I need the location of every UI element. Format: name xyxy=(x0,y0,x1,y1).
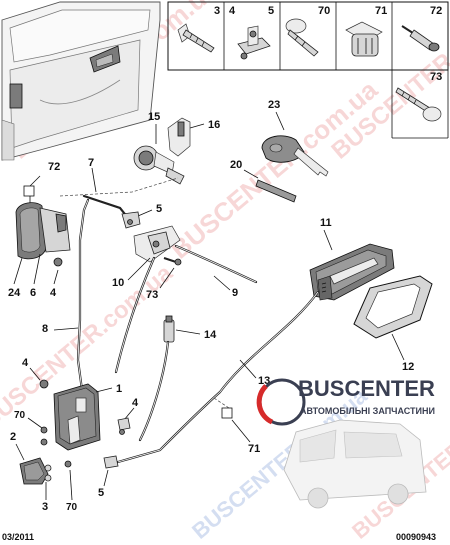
callout-6: 6 xyxy=(30,287,36,299)
clip-part-4-right: 4 xyxy=(117,397,139,435)
screw-part-73: 73 xyxy=(395,71,442,122)
inner-handle-part-11: 11 xyxy=(309,217,395,301)
linkage-part-10: 10 73 xyxy=(112,225,182,301)
screw-part-70: 70 xyxy=(285,5,330,57)
callout-16: 16 xyxy=(208,119,220,131)
cable-part-9: 9 xyxy=(174,244,258,299)
bracket-part-5: 5 xyxy=(121,203,162,229)
callout-72-left: 72 xyxy=(48,161,60,173)
clip-part-5-bottom: 5 xyxy=(98,455,119,499)
callout-4-lock: 4 xyxy=(22,357,29,369)
brand-tagline: АВТОМОБІЛЬНІ ЗАПЧАСТИНИ xyxy=(300,406,435,416)
callout-5-mid: 5 xyxy=(156,203,162,215)
callout-20: 20 xyxy=(230,159,242,171)
callout-4: 4 xyxy=(229,5,236,17)
callout-14: 14 xyxy=(204,329,217,341)
cable-part-13: 13 xyxy=(116,290,320,464)
callout-4-right: 4 xyxy=(132,397,139,409)
clip-callout-71: 71 xyxy=(213,397,260,455)
callout-10: 10 xyxy=(112,277,124,289)
screw-part-3: 3 xyxy=(177,5,220,53)
clip-part-71: 71 xyxy=(345,5,387,57)
brand-logo: BUSCENTER АВТОМОБІЛЬНІ ЗАПЧАСТИНИ xyxy=(256,376,435,426)
callout-5: 5 xyxy=(268,5,274,17)
striker-part-2: 2 3 xyxy=(10,431,52,513)
callout-15: 15 xyxy=(148,111,160,123)
callout-23: 23 xyxy=(268,99,280,111)
callout-5-bottom: 5 xyxy=(98,487,104,499)
callout-8: 8 xyxy=(42,323,48,335)
callout-72: 72 xyxy=(430,5,442,17)
callout-1: 1 xyxy=(116,383,122,395)
bracket-part-16: 16 xyxy=(167,117,220,157)
callout-71-lower: 71 xyxy=(248,443,260,455)
callout-9: 9 xyxy=(232,287,238,299)
strip-part-20: 20 xyxy=(230,159,297,203)
callout-71: 71 xyxy=(375,5,387,17)
rivet-part-72: 72 xyxy=(401,5,442,52)
callout-73-mid: 73 xyxy=(146,289,158,301)
callout-12: 12 xyxy=(402,361,414,373)
van-sketch xyxy=(283,419,427,509)
key-part-23: 23 xyxy=(261,99,329,177)
lock-cylinder-part-15: 15 xyxy=(133,111,185,185)
callout-73: 73 xyxy=(430,71,442,83)
callout-70: 70 xyxy=(318,5,330,17)
callout-7: 7 xyxy=(88,157,94,169)
cable-part-8: 8 xyxy=(42,323,79,335)
screw-part-70-lock: 70 xyxy=(14,410,48,446)
cable-lock-link xyxy=(114,256,156,374)
callout-70-left: 70 xyxy=(14,410,26,421)
lock-part-1: 1 xyxy=(53,383,122,451)
callout-3: 3 xyxy=(214,5,220,17)
door-panel xyxy=(1,1,161,161)
footer-code: 00090943 xyxy=(396,532,436,542)
callout-11: 11 xyxy=(320,217,332,229)
callout-24: 24 xyxy=(8,287,21,299)
screw-part-70-bottom: 70 xyxy=(64,460,78,513)
bezel-part-12: 12 xyxy=(353,275,433,373)
clip-part-4: 4 5 xyxy=(229,5,274,60)
callout-70-bottom: 70 xyxy=(66,502,78,513)
brand-name: BUSCENTER xyxy=(298,376,435,401)
callout-2: 2 xyxy=(10,431,16,443)
actuator-part-14: 14 xyxy=(138,315,217,442)
footer-date: 03/2011 xyxy=(2,532,34,542)
rivet-callout-72: 72 xyxy=(23,161,60,206)
callout-4-handle: 4 xyxy=(50,287,57,299)
fastener-table: 3 4 5 70 71 xyxy=(167,1,449,139)
callout-3-bottom: 3 xyxy=(42,501,48,513)
clip-part-4-lock: 4 xyxy=(22,357,49,389)
outer-handle-part-24: 24 6 4 xyxy=(8,202,71,299)
rod-part-7: 7 xyxy=(59,157,179,392)
